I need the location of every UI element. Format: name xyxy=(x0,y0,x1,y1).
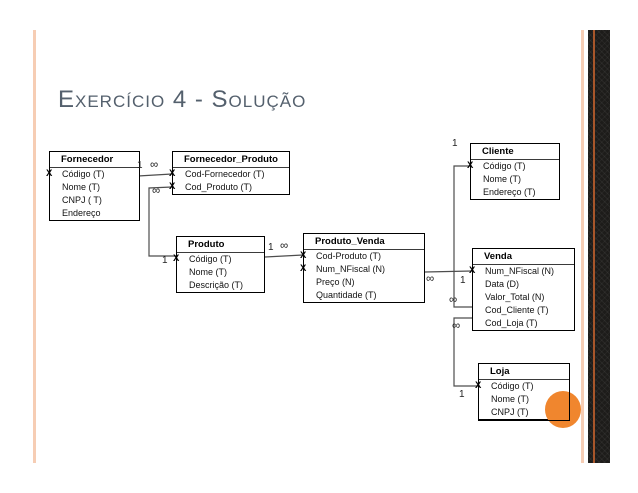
field-name: Num_NFiscal (N) xyxy=(316,264,386,274)
field-name: Nome (T) xyxy=(62,182,100,192)
primary-key-marker: X xyxy=(173,253,180,264)
field-name: Descrição (T) xyxy=(189,280,244,290)
relationship-line-produtovenda-venda xyxy=(424,270,473,273)
table-field: X Cod-Fornecedor (T) xyxy=(169,168,289,181)
table-venda: Venda X Num_NFiscal (N) Data (D) Valor_T… xyxy=(469,248,575,331)
table-field: Cod_Cliente (T) xyxy=(473,304,574,317)
table-fornecedor-produto: Fornecedor_Produto X Cod-Fornecedor (T) … xyxy=(169,151,290,195)
table-field: Nome (T) xyxy=(479,393,569,406)
table-field: Nome (T) xyxy=(50,181,139,194)
table-field: Quantidade (T) xyxy=(304,289,424,302)
table-field: X Código (T) xyxy=(46,168,139,181)
table-field: Cod_Loja (T) xyxy=(473,317,574,330)
cardinality-label: 1 xyxy=(162,255,168,266)
table-header: Fornecedor xyxy=(50,152,139,168)
right-dark-bar xyxy=(588,30,610,463)
table-field: Nome (T) xyxy=(177,266,264,279)
table-field: Endereço (T) xyxy=(471,186,559,199)
cardinality-label: ∞ xyxy=(152,185,161,197)
table-field: Descrição (T) xyxy=(177,279,264,292)
field-name: Nome (T) xyxy=(189,267,227,277)
field-name: Cod_Cliente (T) xyxy=(485,305,549,315)
table-field: X Código (T) xyxy=(475,380,569,393)
table-header: Produto_Venda xyxy=(304,234,424,250)
table-field: CNPJ ( T) xyxy=(50,194,139,207)
primary-key-marker: X xyxy=(475,380,482,391)
field-name: Endereço xyxy=(62,208,101,218)
field-name: Cod-Produto (T) xyxy=(316,251,382,261)
field-name: Código (T) xyxy=(62,169,105,179)
field-name: Data (D) xyxy=(485,279,520,289)
field-name: Nome (T) xyxy=(491,394,529,404)
table-field: X Cod_Produto (T) xyxy=(169,181,289,194)
cardinality-label: ∞ xyxy=(452,320,461,332)
relationship-line-fornecedorproduto-produto xyxy=(148,186,176,257)
table-header: Fornecedor_Produto xyxy=(173,152,289,168)
table-field: Endereço xyxy=(50,207,139,220)
table-field: X Código (T) xyxy=(467,160,559,173)
primary-key-marker: X xyxy=(300,250,307,261)
primary-key-marker: X xyxy=(169,181,176,192)
field-name: Endereço (T) xyxy=(483,187,536,197)
table-cliente: Cliente X Código (T) Nome (T) Endereço (… xyxy=(467,143,560,200)
slide-title: Exercício 4 - Solução xyxy=(58,86,307,113)
cardinality-label: ∞ xyxy=(280,240,289,252)
table-field: X Código (T) xyxy=(173,253,264,266)
orange-circle-decoration xyxy=(545,391,581,428)
cardinality-label: ∞ xyxy=(449,294,458,306)
field-name: Cod_Produto (T) xyxy=(185,182,253,192)
relationship-line-fornecedor-fornecedorproduto xyxy=(137,173,173,177)
table-header: Loja xyxy=(479,364,569,380)
field-name: Quantidade (T) xyxy=(316,290,377,300)
table-produto-venda: Produto_Venda X Cod-Produto (T) X Num_NF… xyxy=(300,233,425,303)
table-produto: Produto X Código (T) Nome (T) Descrição … xyxy=(173,236,265,293)
table-field: X Num_NFiscal (N) xyxy=(300,263,424,276)
primary-key-marker: X xyxy=(169,168,176,179)
table-header: Produto xyxy=(177,237,264,253)
table-field: Data (D) xyxy=(473,278,574,291)
cardinality-label: 1 xyxy=(268,242,274,253)
cardinality-label: 1 xyxy=(459,389,465,400)
field-name: Código (T) xyxy=(491,381,534,391)
table-field: Valor_Total (N) xyxy=(473,291,574,304)
table-field: X Num_NFiscal (N) xyxy=(469,265,574,278)
primary-key-marker: X xyxy=(469,265,476,276)
primary-key-marker: X xyxy=(300,263,307,274)
table-field: CNPJ (T) xyxy=(479,406,569,419)
primary-key-marker: X xyxy=(46,168,53,179)
cardinality-label: ∞ xyxy=(150,159,159,171)
table-field: Preço (N) xyxy=(304,276,424,289)
cardinality-label: 1 xyxy=(452,138,458,149)
relationship-line-produto-produtovenda xyxy=(264,254,304,258)
cardinality-label: 1 xyxy=(460,275,466,286)
field-name: Nome (T) xyxy=(483,174,521,184)
table-field: X Cod-Produto (T) xyxy=(300,250,424,263)
field-name: Cod-Fornecedor (T) xyxy=(185,169,265,179)
field-name: CNPJ ( T) xyxy=(62,195,102,205)
relationship-line-cliente-venda xyxy=(453,165,472,308)
relationship-line-venda-loja xyxy=(453,317,478,387)
field-name: Num_NFiscal (N) xyxy=(485,266,555,276)
table-header: Cliente xyxy=(471,144,559,160)
dark-bar-stripe xyxy=(593,30,595,463)
field-name: Cod_Loja (T) xyxy=(485,318,538,328)
primary-key-marker: X xyxy=(467,160,474,171)
field-name: Código (T) xyxy=(483,161,526,171)
cardinality-label: ∞ xyxy=(426,273,435,285)
table-fornecedor: Fornecedor X Código (T) Nome (T) CNPJ ( … xyxy=(46,151,140,221)
table-field: Nome (T) xyxy=(471,173,559,186)
field-name: Valor_Total (N) xyxy=(485,292,545,302)
field-name: Preço (N) xyxy=(316,277,355,287)
cardinality-label: 1 xyxy=(137,160,143,171)
field-name: CNPJ (T) xyxy=(491,407,529,417)
table-header: Venda xyxy=(473,249,574,265)
left-accent-line xyxy=(33,30,36,463)
right-accent-line xyxy=(581,30,584,463)
field-name: Código (T) xyxy=(189,254,232,264)
